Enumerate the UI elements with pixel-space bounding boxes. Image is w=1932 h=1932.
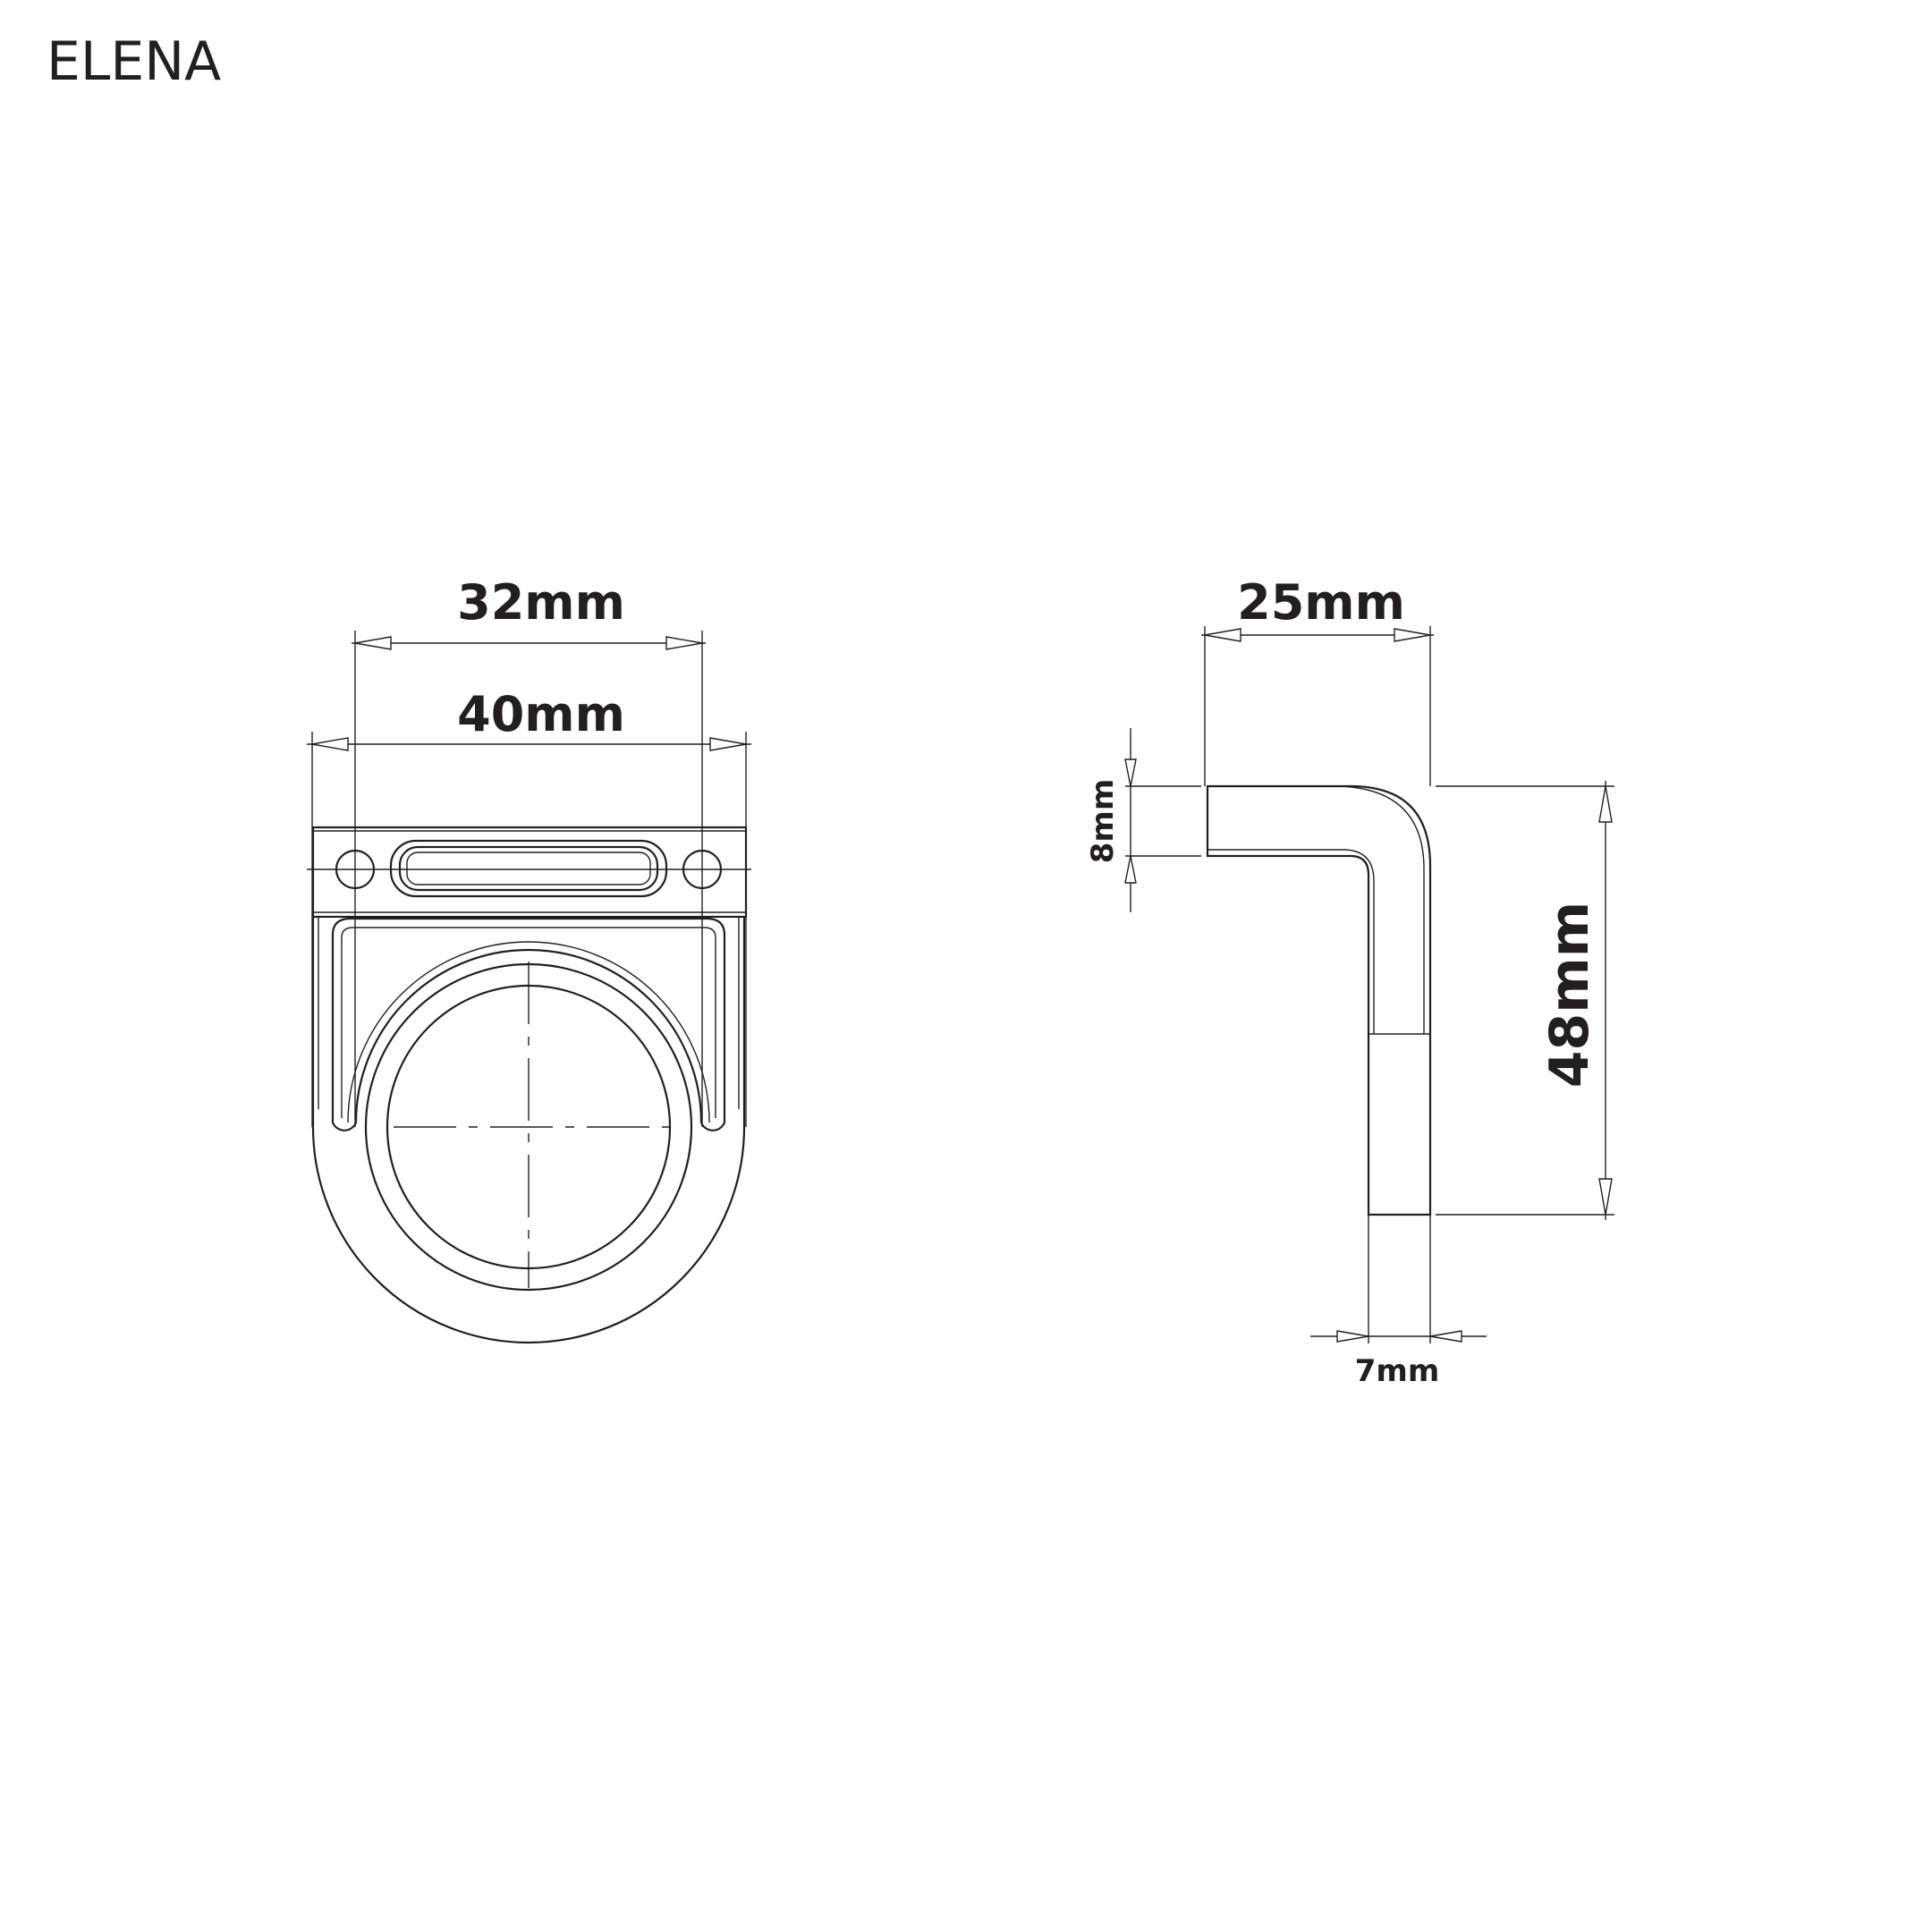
dimension-label-25mm: 25mm [1237,574,1405,631]
dimension-8mm: 8mm [1085,728,1201,912]
handle-body [311,917,746,1344]
front-view: 32mm 40mm [307,574,751,1344]
slot [389,839,668,898]
mounting-plate [311,826,748,919]
inner-recess [331,917,726,1131]
product-title: ELENA [47,30,221,93]
dimension-32mm: 32mm [352,574,706,1127]
handle-profile [1206,784,1432,1216]
dimension-40mm: 40mm [307,686,751,1127]
dimension-label-8mm: 8mm [1085,779,1121,864]
dimension-label-32mm: 32mm [457,574,625,631]
dimension-48mm: 48mm [1436,781,1614,1220]
dimension-label-7mm: 7mm [1355,1353,1440,1389]
side-view: 25mm 8mm 48mm [1085,574,1614,1389]
dimension-25mm: 25mm [1201,574,1434,786]
dimension-label-48mm: 48mm [1538,902,1601,1089]
dimension-label-40mm: 40mm [457,686,625,742]
dimension-7mm: 7mm [1310,1215,1487,1389]
